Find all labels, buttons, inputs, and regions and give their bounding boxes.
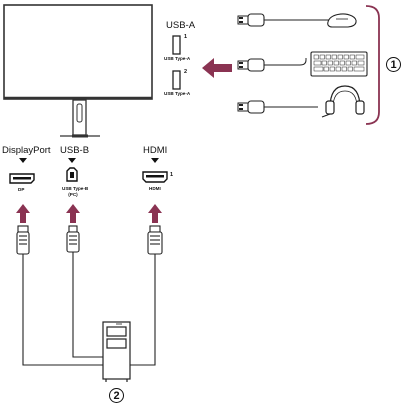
displayport-label: DP	[18, 187, 25, 192]
dp-pointer-icon	[19, 158, 27, 163]
mouse-icon	[327, 13, 357, 28]
monitor	[3, 4, 153, 138]
headset-icon	[321, 85, 365, 118]
mouse-cable	[237, 13, 330, 27]
usbb-pointer-icon	[68, 158, 76, 163]
monitor-screen	[3, 4, 153, 100]
usb-a-port2-number: 2	[184, 69, 188, 75]
usb-a-port2-label: USB Type-A	[164, 91, 191, 96]
keyboard-icon	[310, 51, 368, 77]
usb-a-port1-label: USB Type-A	[164, 56, 191, 61]
usbb-cable	[66, 225, 103, 358]
displayport-title: DisplayPort	[2, 145, 51, 156]
usb-a-arrow-icon	[202, 58, 232, 78]
usb-a-title: USB-A	[166, 20, 196, 31]
hdmi-arrow-icon	[148, 204, 162, 223]
usb-b-label-line2: (PC)	[68, 192, 78, 197]
dp-arrow-icon	[16, 204, 30, 223]
keyboard-cable	[237, 58, 307, 72]
device-bracket	[365, 5, 380, 125]
callout-2: 2	[109, 388, 124, 403]
hdmi-cable	[130, 225, 163, 366]
hdmi-title: HDMI	[143, 145, 168, 156]
usb-a-port-2-icon	[172, 70, 181, 90]
usb-a-port1-number: 1	[184, 34, 188, 40]
hdmi-pointer-icon	[151, 158, 159, 163]
usbb-arrow-icon	[66, 204, 80, 223]
usb-a-port-1-icon	[172, 35, 181, 55]
dp-cable	[16, 225, 103, 366]
hdmi-port-number: 1	[170, 172, 174, 178]
usb-b-label-line1: USB Type-B	[62, 186, 89, 191]
pc-tower-icon	[102, 321, 131, 382]
headset-cable	[237, 100, 318, 114]
hdmi-label: HDMI	[149, 186, 161, 191]
usb-b-title: USB-B	[60, 145, 90, 156]
callout-1: 1	[386, 57, 401, 72]
